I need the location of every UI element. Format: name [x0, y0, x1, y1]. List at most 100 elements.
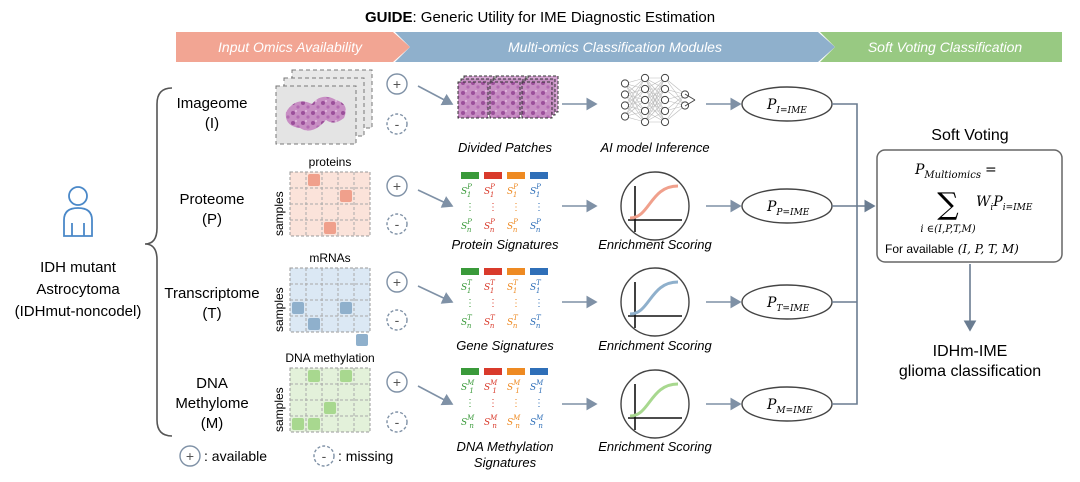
- available-toggle-proteome: +: [386, 175, 408, 197]
- caption-enrichment-p: Enrichment Scoring: [598, 237, 712, 252]
- caption-enrichment-m: Enrichment Scoring: [598, 439, 712, 454]
- soft-voting-title: Soft Voting: [931, 127, 1008, 144]
- legend-plus-symbol: +: [186, 448, 194, 464]
- caption-signatures: Signatures: [474, 455, 537, 470]
- omics-abbr-dna: (M): [201, 415, 224, 432]
- available-circle-icon: [386, 271, 408, 293]
- result-line2: glioma classification: [899, 363, 1041, 380]
- patch-tile: [521, 75, 559, 119]
- available-toggle-imageome: +: [386, 73, 408, 95]
- caption-ai-inference: AI model Inference: [599, 140, 709, 155]
- signature-ellipsis: ⋮: [488, 398, 498, 409]
- missing-circle-icon: [386, 309, 408, 331]
- signature-ellipsis: ⋮: [511, 298, 521, 309]
- matrix-cell: [308, 318, 320, 330]
- signature-color-bar: [484, 368, 502, 375]
- signature-ellipsis: ⋮: [534, 298, 544, 309]
- available-symbol: +: [393, 274, 401, 290]
- omics-name-transcriptome: Transcriptome: [164, 285, 259, 302]
- matrix-cell: [308, 370, 320, 382]
- matrix-cell: [340, 190, 352, 202]
- flow-arrow: [417, 189, 454, 208]
- banner-modules: Multi-omics Classification Modules: [395, 32, 835, 62]
- signature-color-bar: [507, 268, 525, 275]
- legend-missing-label: : missing: [338, 448, 393, 464]
- probability-node-dna: PM=IME: [741, 386, 833, 422]
- available-circle-icon: [386, 175, 408, 197]
- probability-label: PP=IME: [766, 199, 810, 218]
- matrix-cell: [324, 222, 336, 234]
- formula-term: WiPi=IME: [976, 194, 1033, 213]
- samples-label-dna: samples: [272, 387, 286, 432]
- legend-missing: - : missing: [313, 445, 393, 467]
- banner-modules-label: Multi-omics Classification Modules: [508, 39, 722, 55]
- signature-ellipsis: ⋮: [511, 202, 521, 213]
- probability-node-proteome: PP=IME: [741, 188, 833, 224]
- signature-color-bar: [461, 368, 479, 375]
- patient-line2: Astrocytoma: [36, 281, 120, 298]
- patient-line3: (IDHmut-noncodel): [15, 303, 142, 320]
- missing-circle-icon: [386, 411, 408, 433]
- patch-tile: [489, 75, 527, 119]
- enrichment-curve-icon-p: [620, 171, 690, 241]
- matrix-cell: [308, 418, 320, 430]
- feature-matrix-transcriptome: [289, 267, 371, 346]
- brace: [144, 87, 173, 437]
- available-toggle-transcriptome: +: [386, 271, 408, 293]
- banner-voting-label: Soft Voting Classification: [868, 39, 1023, 55]
- signature-color-bar: [530, 172, 548, 179]
- probability-label: PM=IME: [766, 397, 813, 416]
- formula-lhs: PMultiomics=: [914, 162, 997, 181]
- missing-symbol: -: [395, 312, 400, 328]
- available-circle-icon: [386, 73, 408, 95]
- caption-protein-signatures: Protein Signatures: [452, 237, 559, 252]
- signature-ellipsis: ⋮: [534, 398, 544, 409]
- divided-patches: [457, 75, 559, 119]
- enrichment-curve-icon-t: [620, 267, 690, 337]
- title-rest: : Generic Utility for IME Diagnostic Est…: [412, 9, 715, 26]
- formula-for-available: For available(I, P, T, M): [885, 242, 1019, 256]
- flow-arrow: [417, 385, 454, 406]
- matrix-cell: [292, 418, 304, 430]
- result-line1: IDHm-IME: [933, 343, 1008, 360]
- missing-circle-icon: [386, 113, 408, 135]
- signature-color-bar: [530, 368, 548, 375]
- missing-symbol: -: [395, 216, 400, 232]
- matrix-cell: [356, 334, 368, 346]
- signature-color-bar: [461, 172, 479, 179]
- omics-name-dna: DNA: [196, 375, 228, 392]
- missing-toggle-transcriptome: -: [386, 309, 408, 331]
- available-toggle-dna: +: [386, 371, 408, 393]
- legend-missing-icon: [313, 445, 335, 467]
- caption-gene-signatures: Gene Signatures: [456, 338, 554, 353]
- signature-ellipsis: ⋮: [488, 298, 498, 309]
- formula-sum-index: i ∈(I,P,T,M): [920, 224, 975, 235]
- omics-abbr-proteome: (P): [202, 211, 222, 228]
- signature-color-bar: [507, 172, 525, 179]
- feature-matrix-proteome: [289, 171, 371, 237]
- neural-network-icon: [620, 73, 696, 127]
- omics-name-proteome: Proteome: [179, 191, 244, 208]
- feature-label-dna: DNA methylation: [285, 351, 374, 365]
- matrix-cell: [340, 302, 352, 314]
- signature-ellipsis: ⋮: [488, 202, 498, 213]
- legend-minus-symbol: -: [322, 448, 327, 464]
- diagram-title: GUIDE: Generic Utility for IME Diagnosti…: [365, 9, 715, 26]
- missing-toggle-dna: -: [386, 411, 408, 433]
- patch-tile: [457, 75, 495, 119]
